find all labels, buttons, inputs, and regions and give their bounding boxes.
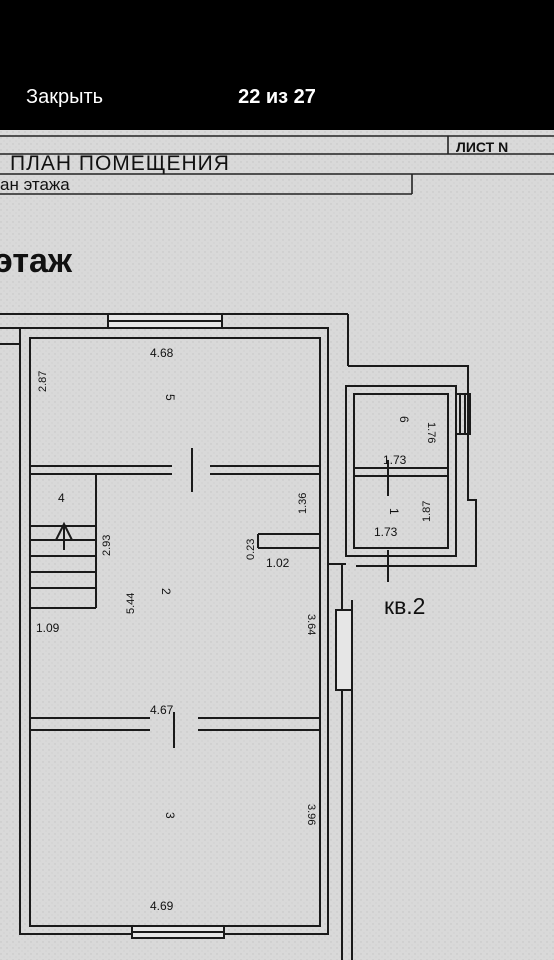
floor-title: этаж	[0, 242, 73, 280]
dim-4-67: 4.67	[150, 703, 174, 717]
dim-1-02: 1.02	[266, 556, 290, 570]
room-number-6: 6	[397, 416, 411, 423]
plan-walls	[0, 313, 477, 960]
floor-plan-photo[interactable]: ЛИСТ N ПЛАН ПОМЕЩЕНИЯ ан этажа этаж	[0, 130, 554, 960]
header-table	[0, 135, 554, 195]
room-number-1: 1	[387, 508, 401, 515]
dim-2-87: 2.87	[37, 371, 49, 392]
dim-1-73-bottom: 1.73	[374, 525, 398, 539]
close-button[interactable]: Закрыть	[26, 86, 104, 108]
room-number-3: 3	[163, 812, 177, 819]
room-number-4: 4	[58, 491, 65, 505]
dim-1-36: 1.36	[297, 493, 309, 514]
dim-1-87: 1.87	[421, 501, 433, 522]
dim-4-69: 4.69	[150, 899, 174, 913]
subheader-text: ан этажа	[0, 175, 70, 194]
room-number-5: 5	[163, 394, 177, 401]
dim-2-93: 2.93	[101, 535, 113, 556]
image-counter: 22 из 27	[238, 86, 316, 108]
apartment-label: кв.2	[384, 593, 425, 619]
dim-4-68: 4.68	[150, 346, 174, 360]
viewer-header: Закрыть 22 из 27	[0, 0, 554, 130]
dim-1-76: 1.76	[425, 422, 437, 443]
room-number-2: 2	[159, 588, 173, 595]
header-title: ПЛАН ПОМЕЩЕНИЯ	[10, 152, 230, 175]
dim-5-44: 5.44	[125, 593, 137, 614]
dim-1-09: 1.09	[36, 621, 60, 635]
header-top-text: ЛИСТ N	[456, 139, 508, 155]
dim-3-64: 3.64	[305, 614, 317, 635]
dim-1-73-top: 1.73	[383, 453, 407, 467]
dim-3-96: 3.96	[305, 804, 317, 825]
dim-0-23: 0.23	[245, 539, 257, 560]
